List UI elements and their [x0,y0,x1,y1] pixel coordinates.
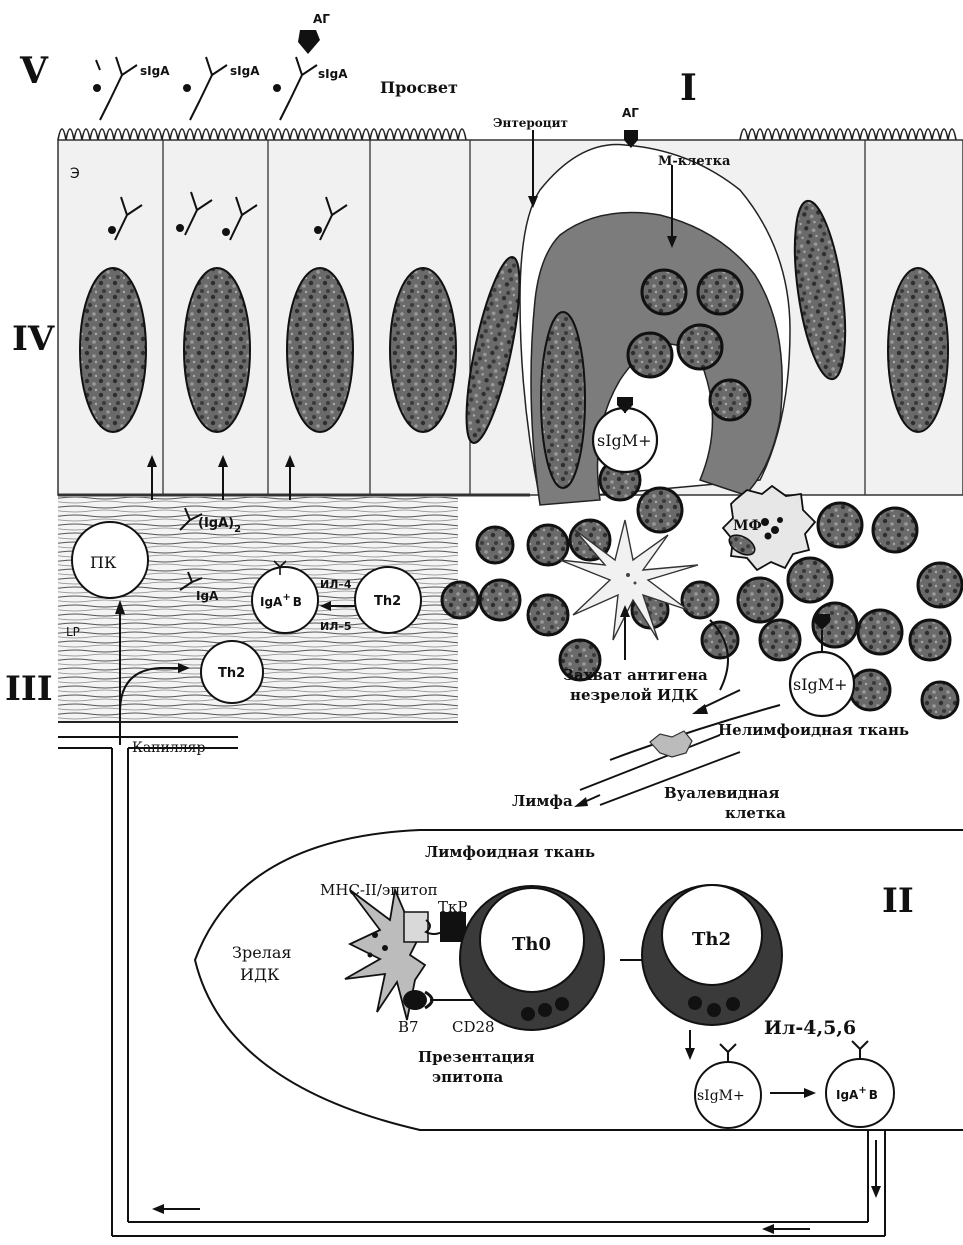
th0-label: Th0 [512,934,551,955]
lymphoid-tissue-label: Лимфоидная ткань [425,843,595,861]
lymphoid-tissue [195,830,963,1130]
capillary-label: Капилляр [132,740,205,756]
lymphocyte [850,670,890,710]
lymphocyte [628,333,672,377]
lymphocyte [910,620,950,660]
lp-label: LP [66,625,80,639]
microvilli-right [740,129,956,140]
iga-b-label-lymphoid: IgA+B [836,1085,878,1102]
veiled-cell [650,731,692,757]
roman-ii: II [882,881,914,921]
epithelium-e-label: Э [70,166,80,182]
siga-label-1: sIgA [140,64,170,78]
lymphocyte [922,682,958,718]
iga-b-label: IgA+B [260,592,302,609]
il4-label: ИЛ–4 [320,578,352,591]
iga-label: IgA [196,589,219,603]
m-cell-label: М-клетка [658,154,731,169]
lymphocyte [678,325,722,369]
lymphocyte [760,620,800,660]
enterocyte-label: Энтероцит [493,116,568,130]
antigen-label: АГ [622,106,639,120]
lymphocyte [738,578,782,622]
sigm-label-upper: sIgM+ [597,431,652,450]
cd28-label: CD28 [452,1018,495,1036]
nucleus [390,268,456,432]
siga-label-2: sIgA [230,64,260,78]
macrophage-label: МФ [733,518,762,534]
tcr-label: ТкР [438,898,467,916]
veiled-cell-label-2: клетка [725,804,786,822]
nucleus [184,268,250,432]
lymphocyte [442,582,478,618]
il456-label: Ил-4,5,6 [764,1017,856,1039]
lymphocyte [858,610,902,654]
lymphocyte [788,558,832,602]
sigm-label-lymphoid: sIgM+ [697,1088,745,1104]
mhc-label: МНС-II/эпитоп [320,881,438,899]
presentation-label-1: Презентация [418,1048,535,1066]
antigen-marker-lumen [298,30,320,54]
il5-label: ИЛ–5 [320,620,352,633]
lymphocyte [642,270,686,314]
lymphocyte [918,563,962,607]
microvilli-left [58,129,466,140]
epithelium-layer [58,129,963,495]
veiled-cell-label-1: Вуалевидная [664,784,779,802]
lymphocyte [528,525,568,565]
sigm-label-lower: sIgM+ [793,675,848,694]
roman-iv: IV [12,319,55,359]
mature-idc-label-2: ИДК [240,965,280,984]
lymphocyte [698,270,742,314]
capture-label-1: Захват антигена [563,666,708,684]
nonlymphoid-label: Нелимфоидная ткань [718,721,909,739]
nucleus [80,268,146,432]
nucleus [888,268,948,432]
capture-label-2: незрелой ИДК [570,686,699,704]
roman-i: I [680,67,697,109]
lymphocyte [477,527,513,563]
lymphocyte [710,380,750,420]
lumen-label: Просвет [380,78,458,97]
lymphocyte [702,622,738,658]
lymphocyte [873,508,917,552]
lymphocyte [682,582,718,618]
lymphocyte [480,580,520,620]
lymphocyte [818,503,862,547]
mature-idc-label-1: Зрелая [232,943,291,962]
siga-label-3: sIgA [318,67,348,81]
pk-label: ПК [90,553,117,572]
lymphocyte [528,595,568,635]
th2-label: Th2 [692,929,731,950]
antigen-label-lumen: АГ [313,12,330,26]
roman-iii: III [5,669,53,709]
th2-label-lp: Th2 [374,594,401,609]
nucleus [287,268,353,432]
b7-label: B7 [398,1018,419,1036]
roman-v: V [19,50,49,92]
lymphocyte [638,488,682,532]
lymph-label: Лимфа [512,792,573,810]
presentation-label-2: эпитопа [432,1068,504,1086]
th2-label-lp-2: Th2 [218,666,245,681]
